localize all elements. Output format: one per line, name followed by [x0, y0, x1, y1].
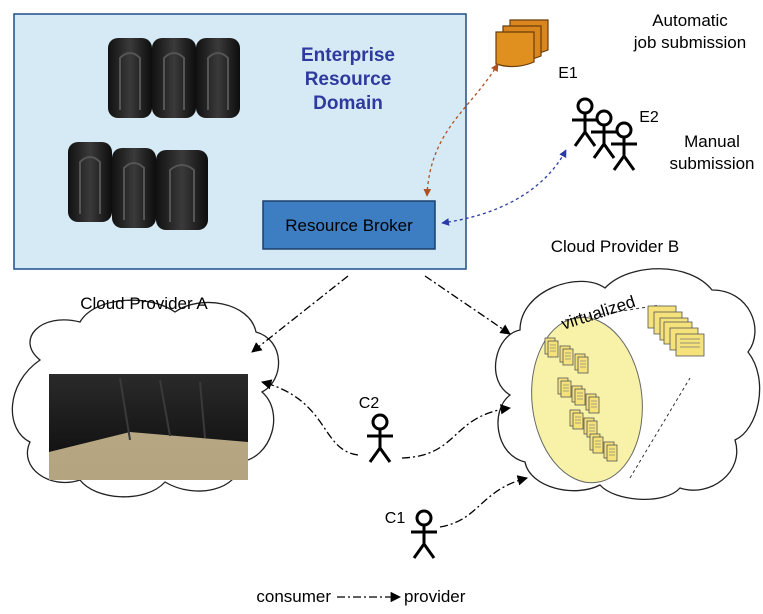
c2-to-cloud-a-arrow	[260, 379, 359, 456]
domain-title-line-2: Resource	[305, 69, 392, 90]
c1-to-cloud-b-arrow	[439, 475, 529, 528]
e2-user-group	[570, 97, 639, 172]
server-rack-group-bottom	[68, 142, 208, 230]
e1-job-stack	[495, 19, 549, 68]
c2-to-cloud-b-arrow	[401, 404, 512, 459]
server-rack-group-top	[108, 38, 240, 118]
e2-label: E2	[639, 109, 659, 126]
e2-caption-line-1: Manual	[684, 132, 740, 151]
enterprise-domain: Enterprise Resource Domain Resource Brok…	[13, 13, 467, 270]
cloud-a-label: Cloud Provider A	[80, 294, 208, 313]
e1-broker-arrow	[423, 63, 499, 197]
domain-to-cloud-b-arrow	[424, 275, 511, 335]
resource-broker-label: Resource Broker	[285, 216, 413, 235]
e1-label: E1	[558, 65, 578, 82]
cloud-provider-b	[494, 268, 761, 500]
domain-to-cloud-a-arrow	[251, 275, 349, 353]
legend: consumer provider	[256, 587, 465, 606]
c2-consumer	[365, 413, 395, 464]
c1-label: C1	[385, 510, 406, 527]
e1-caption-line-2: job submission	[633, 33, 746, 52]
e2-caption-line-2: submission	[669, 154, 754, 173]
cloud-b-label: Cloud Provider B	[551, 237, 680, 256]
c2-label: C2	[359, 395, 380, 412]
resource-broker-box	[262, 200, 436, 250]
c1-consumer	[409, 509, 439, 560]
e1-caption-line-1: Automatic	[652, 11, 728, 30]
e2-broker-arrow	[441, 149, 567, 226]
legend-consumer-label: consumer	[256, 587, 331, 606]
cloud-provider-a	[11, 299, 280, 498]
domain-title-line-1: Enterprise	[301, 45, 395, 66]
domain-title-line-3: Domain	[313, 93, 383, 114]
legend-provider-label: provider	[404, 587, 466, 606]
